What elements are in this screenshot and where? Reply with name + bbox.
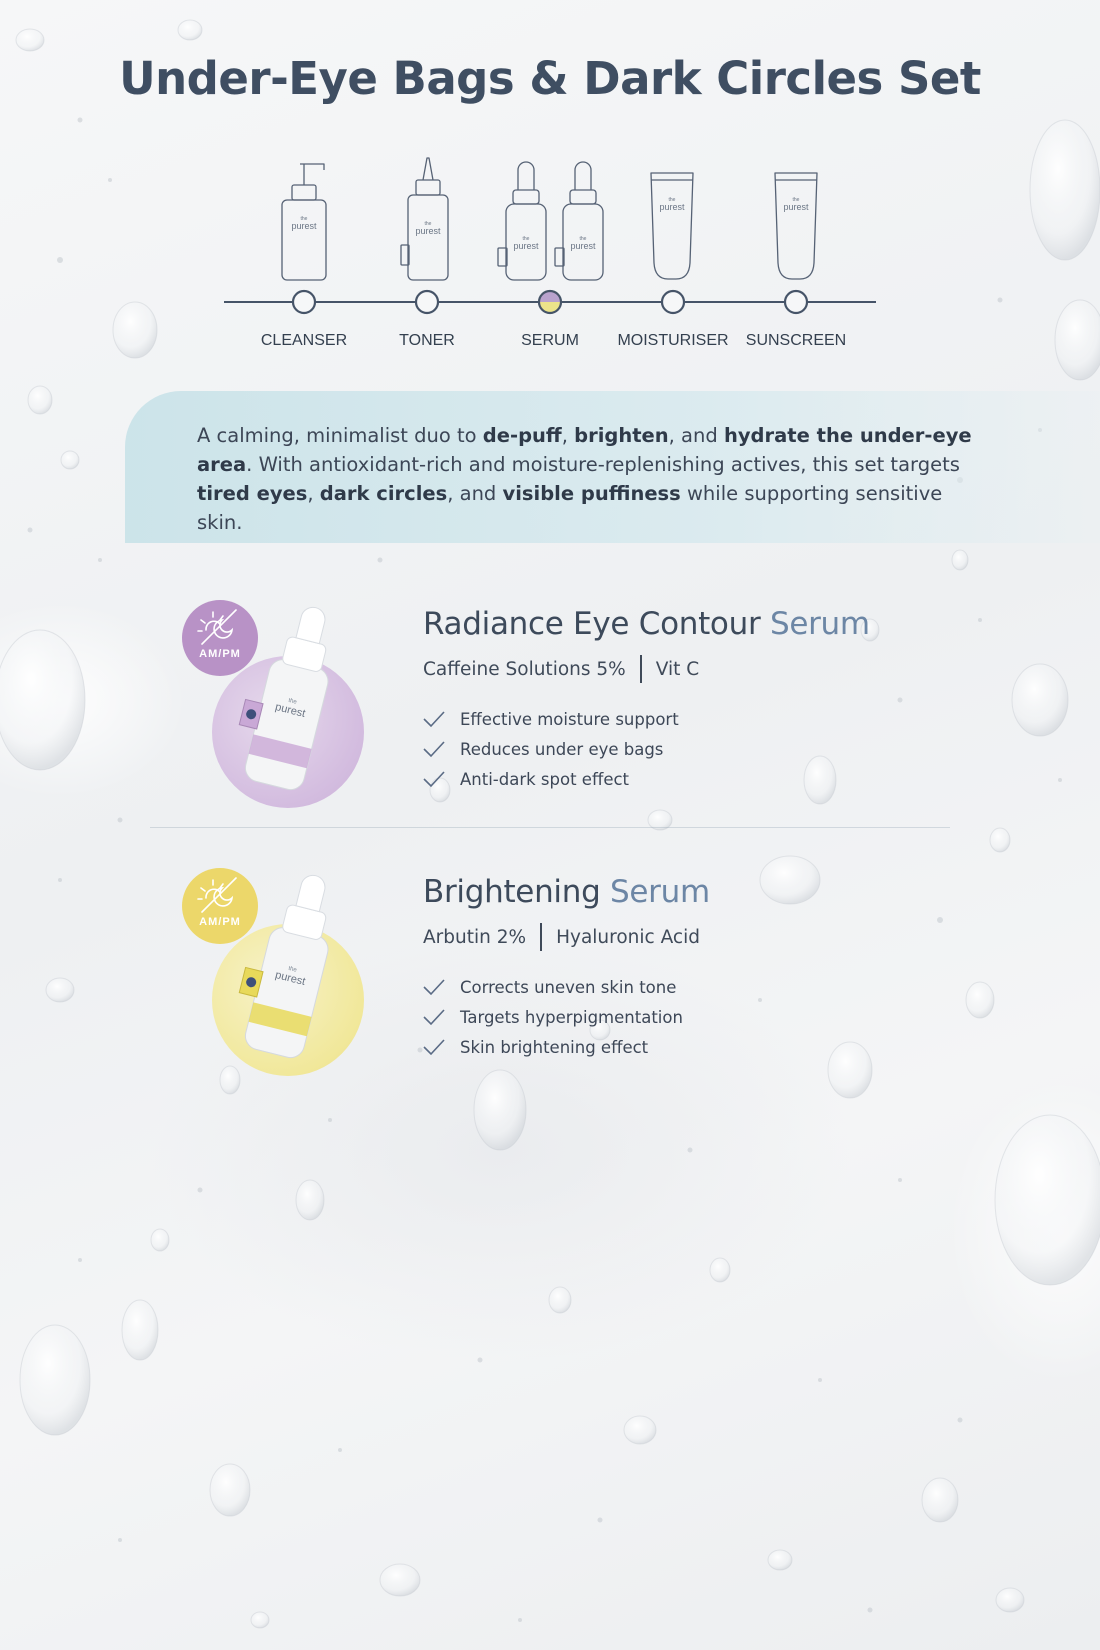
moisturiser-tube-icon (650, 172, 694, 280)
active-ingredient: Arbutin 2% (423, 926, 527, 948)
am-pm-badge: AM/PM (182, 868, 258, 944)
intro-segment: , and (447, 482, 503, 505)
benefit-item: Corrects uneven skin tone (422, 972, 683, 1002)
serum-bottle-image: the purest (238, 874, 329, 1059)
svg-text:the: the (669, 197, 676, 203)
am-pm-badge: AM/PM (182, 600, 258, 676)
step-label-sunscreen: SUNSCREEN (745, 332, 847, 349)
step-node-moisturiser[interactable] (660, 289, 686, 315)
step-node-sunscreen[interactable] (783, 289, 809, 315)
active-ingredient: Hyaluronic Acid (556, 926, 700, 948)
step-node-cleanser[interactable] (291, 289, 317, 315)
actives-separator (540, 923, 543, 951)
intro-segment: A calming, minimalist duo to (197, 424, 483, 447)
product-name: Radiance Eye Contour Serum (423, 606, 870, 642)
intro-highlight: visible puffiness (502, 482, 681, 505)
product-actives: Arbutin 2% Hyaluronic Acid (423, 922, 700, 952)
intro-highlight: dark circles (319, 482, 448, 505)
actives-separator (639, 655, 642, 683)
svg-text:the: the (288, 698, 298, 706)
intro-highlight: tired eyes (197, 482, 308, 505)
step-label-serum: SERUM (521, 332, 579, 349)
checkmark-icon (423, 1009, 445, 1026)
routine-timeline: the purest the purest the purest the pur… (0, 140, 1100, 360)
intro-highlight: brighten (574, 424, 669, 447)
product-name-main: Brightening (423, 874, 611, 910)
intro-segment: , (307, 482, 320, 505)
step-label-moisturiser: MOISTURISER (617, 332, 729, 349)
svg-text:the: the (523, 236, 530, 242)
sun-moon-icon (197, 609, 237, 645)
benefit-text: Effective moisture support (460, 709, 679, 729)
intro-segment: , and (668, 424, 724, 447)
checkmark-icon (423, 979, 445, 996)
toner-bottle-icon (400, 157, 449, 281)
page-title: Under-Eye Bags & Dark Circles Set (119, 52, 981, 105)
svg-text:the: the (580, 236, 587, 242)
brand-mark: purest (783, 202, 809, 212)
intro-description: A calming, minimalist duo to de-puff, br… (197, 421, 977, 537)
active-ingredient: Caffeine Solutions 5% (423, 658, 626, 680)
product-name: Brightening Serum (423, 874, 710, 910)
step-node-toner[interactable] (414, 289, 440, 315)
am-pm-label: AM/PM (199, 648, 241, 660)
step-label-cleanser: CLEANSER (260, 332, 348, 349)
svg-text:the: the (793, 197, 800, 203)
benefit-item: Skin brightening effect (422, 1032, 683, 1062)
brand-mark: purest (415, 226, 441, 236)
benefit-item: Reduces under eye bags (422, 734, 679, 764)
intro-segment: . With antioxidant-rich and moisture-rep… (246, 453, 960, 476)
step-node-serum[interactable] (537, 289, 563, 315)
intro-segment: , (561, 424, 575, 447)
benefit-item: Targets hyperpigmentation (422, 1002, 683, 1032)
brand-mark: purest (513, 241, 539, 251)
benefit-item: Anti-dark spot effect (422, 764, 679, 794)
intro-panel (125, 391, 1100, 543)
am-pm-label: AM/PM (199, 916, 241, 928)
intro-highlight: de-puff (482, 424, 562, 447)
routine-illustration: the purest the purest the purest the pur… (224, 157, 876, 315)
product-card-brightening-serum: the purest AM/PM Brightening Serum Arbut… (0, 868, 1100, 1128)
product-name-accent: Serum (610, 874, 710, 910)
benefits-list: Corrects uneven skin tone Targets hyperp… (422, 972, 683, 1062)
product-name-main: Radiance Eye Contour (423, 606, 770, 642)
benefit-text: Anti-dark spot effect (460, 769, 630, 789)
checkmark-icon (423, 741, 445, 758)
dropper-bottles-icon (497, 161, 604, 281)
pump-bottle-icon (281, 163, 327, 281)
brand-mark: purest (659, 202, 685, 212)
product-card-radiance-eye-contour-serum: the purest AM/PM Radiance Eye Contour Se… (0, 600, 1100, 860)
serum-bottle-image: the purest (238, 606, 329, 791)
active-ingredient: Vit C (655, 658, 700, 680)
benefit-text: Targets hyperpigmentation (460, 1007, 683, 1027)
section-divider (150, 827, 950, 828)
sunscreen-tube-icon (774, 172, 818, 280)
brand-mark: purest (291, 221, 317, 231)
product-name-accent: Serum (769, 606, 870, 642)
benefit-text: Corrects uneven skin tone (460, 977, 677, 997)
intro-highlight: hydrate the under-eye area (197, 424, 972, 476)
checkmark-icon (423, 711, 445, 728)
intro-segment: while supporting sensitive skin. (197, 482, 943, 534)
sun-moon-icon (197, 877, 237, 913)
benefit-text: Reduces under eye bags (460, 739, 664, 759)
checkmark-icon (423, 771, 445, 788)
checkmark-icon (423, 1039, 445, 1056)
step-label-toner: TONER (399, 332, 455, 349)
product-actives: Caffeine Solutions 5% Vit C (423, 654, 699, 684)
svg-text:the: the (301, 216, 308, 222)
benefit-text: Skin brightening effect (460, 1037, 649, 1057)
brand-mark: purest (570, 241, 596, 251)
svg-text:the: the (425, 221, 432, 227)
benefit-item: Effective moisture support (422, 704, 679, 734)
benefits-list: Effective moisture support Reduces under… (422, 704, 679, 794)
svg-text:the: the (288, 966, 298, 974)
